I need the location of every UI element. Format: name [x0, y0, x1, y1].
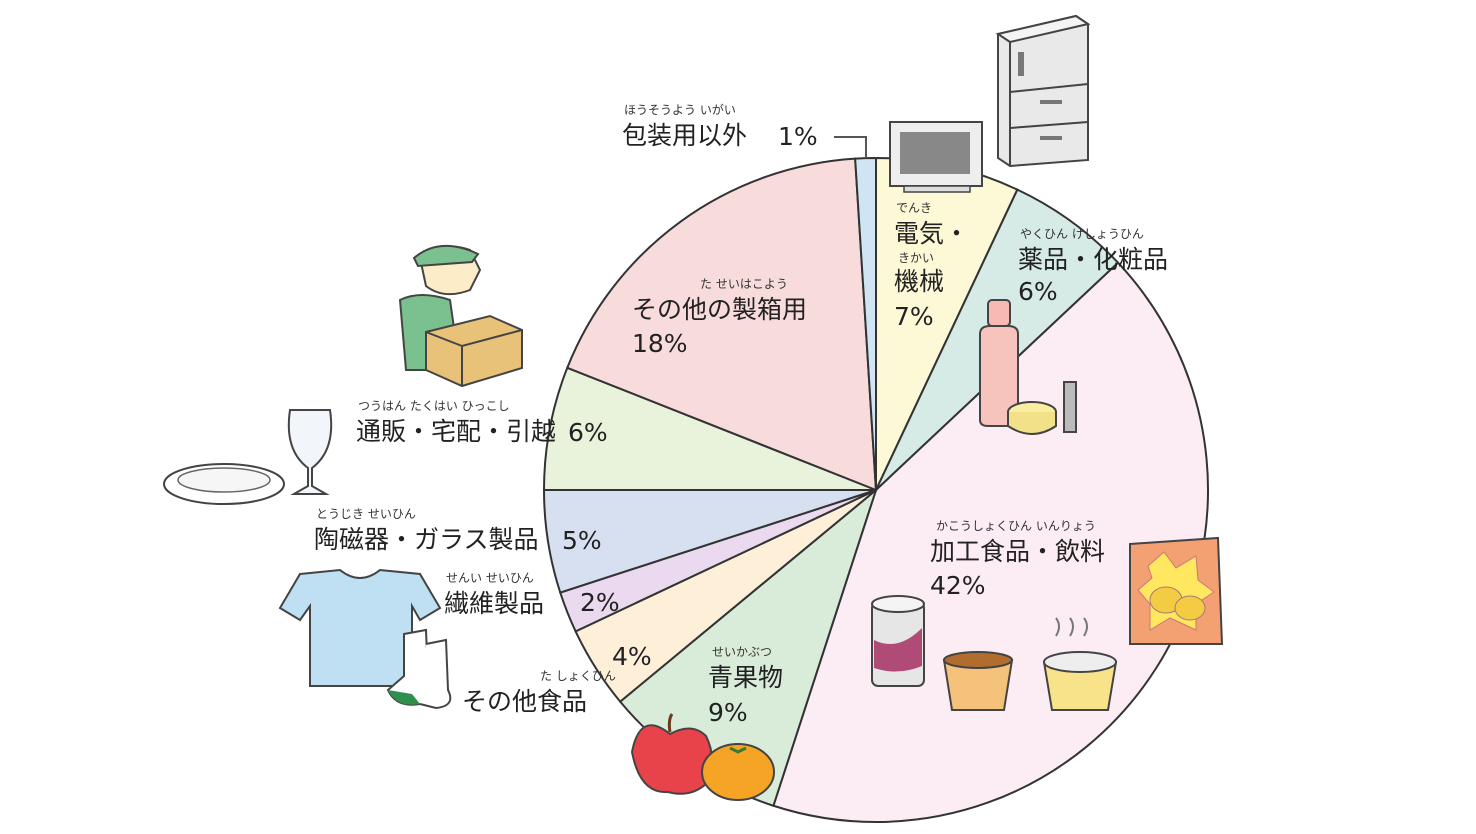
- slice-label: 加工食品・飲料: [930, 537, 1105, 566]
- television-icon: [889, 121, 983, 193]
- furigana-ruby: せいかぶつ: [712, 645, 772, 659]
- furigana-ruby: とうじき せいひん: [316, 507, 416, 521]
- slice-10: [854, 156, 877, 491]
- furigana-ruby: た せいはこよう: [700, 277, 788, 291]
- canned-drink-icon: [871, 595, 925, 687]
- slice-label: その他の製箱用: [632, 295, 807, 324]
- slice-label: 青果物: [708, 663, 783, 692]
- slice-label: 薬品・化粧品: [1018, 245, 1168, 274]
- slice-label: 繊維製品: [444, 589, 544, 618]
- furigana-ruby: た しょくひん: [540, 669, 616, 683]
- tshirt-icon: [278, 568, 442, 687]
- refrigerator-icon: [995, 14, 1091, 168]
- slice-8: [542, 366, 877, 491]
- furigana-ruby: つうはん たくはい ひっこし: [358, 399, 510, 413]
- snack-bag-icon: [1129, 536, 1224, 645]
- cup-noodle-icon: [942, 617, 1118, 711]
- slice-value-label: 1%: [778, 122, 818, 151]
- furigana-ruby: でんき: [896, 201, 932, 215]
- slice-label: 電気・: [894, 219, 969, 248]
- slice-value-label: 6%: [568, 418, 608, 447]
- slice-label: 包装用以外: [622, 121, 747, 150]
- wine-glass-icon: [287, 409, 333, 495]
- furigana-ruby: きかい: [898, 251, 934, 265]
- delivery-person-icon: [398, 244, 523, 388]
- slice-9: [566, 157, 878, 492]
- slice-value-label: 5%: [562, 526, 602, 555]
- slice-value-label: 7%: [894, 302, 934, 331]
- cosmetics-icon: [979, 299, 1077, 435]
- slice-value-label: 9%: [708, 698, 748, 727]
- socks-icon: [386, 628, 452, 710]
- apple-icon: [630, 713, 713, 795]
- leader-line: [834, 136, 867, 158]
- slice-label: 通販・宅配・引越: [356, 417, 556, 446]
- furigana-ruby: やくひん けしょうひん: [1020, 227, 1144, 241]
- slice-value-label: 2%: [580, 588, 620, 617]
- furigana-ruby: かこうしょくひん いんりょう: [936, 519, 1096, 533]
- slice-label: 陶磁器・ガラス製品: [314, 525, 539, 554]
- slice-value-label: 42%: [930, 571, 986, 600]
- slice-value-label: 6%: [1018, 277, 1058, 306]
- plate-icon: [163, 463, 285, 505]
- slice-value-label: 4%: [612, 642, 652, 671]
- slice-value-label: 18%: [632, 329, 688, 358]
- orange-icon: [701, 743, 775, 801]
- slice-label: その他食品: [462, 687, 587, 716]
- furigana-ruby: ほうそうよう いがい: [624, 102, 736, 117]
- furigana-ruby: せんい せいひん: [446, 571, 534, 585]
- slice-label: 機械: [894, 267, 944, 296]
